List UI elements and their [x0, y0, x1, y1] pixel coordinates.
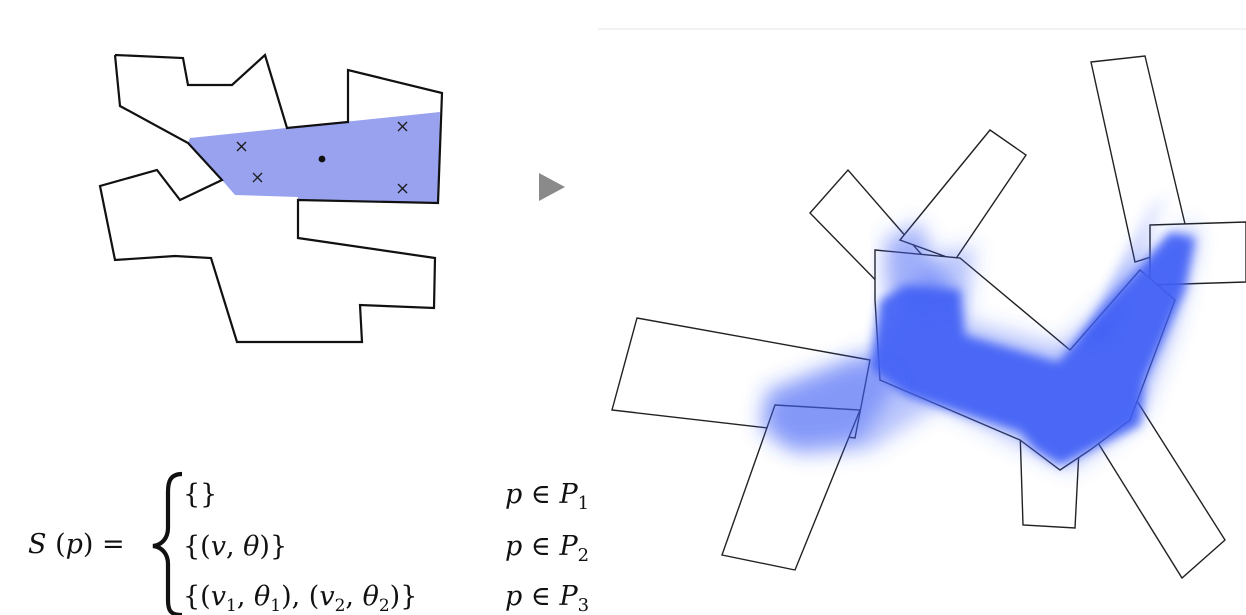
swept-upper-lobe [885, 222, 960, 310]
sample-markers [236, 121, 408, 194]
swept-streaks [1080, 195, 1170, 345]
x-mark-icon [252, 172, 263, 183]
right-corridor-figure [611, 55, 1246, 580]
formula-lhs: S (p) = [28, 529, 125, 560]
visibility-region [188, 112, 440, 203]
case-formula: S (p) = {} p ∈ P1 {(v, θ)} p ∈ P2 {(v1, … [28, 471, 589, 615]
case-value-1: {} [183, 479, 217, 510]
x-mark-icon [397, 183, 408, 194]
x-mark-icon [236, 141, 247, 152]
case-condition-1: p ∈ P1 [505, 479, 589, 514]
x-mark-icon [397, 121, 408, 132]
case-value-3: {(v1, θ1), (v2, θ2)} [183, 581, 417, 615]
swept-left-lobe [765, 360, 900, 448]
right-triangle-arrow-icon [539, 173, 565, 201]
swept-region [760, 195, 1198, 470]
dot-icon [318, 155, 326, 163]
corridor-arm-upper-left-b [898, 129, 1027, 261]
polygon-outline [98, 53, 444, 344]
case-value-2: {(v, θ)} [183, 531, 287, 562]
left-polygon-figure [98, 53, 444, 344]
formula-brace [152, 471, 183, 615]
case-condition-2: p ∈ P2 [505, 531, 589, 566]
case-condition-3: p ∈ P3 [505, 581, 589, 615]
